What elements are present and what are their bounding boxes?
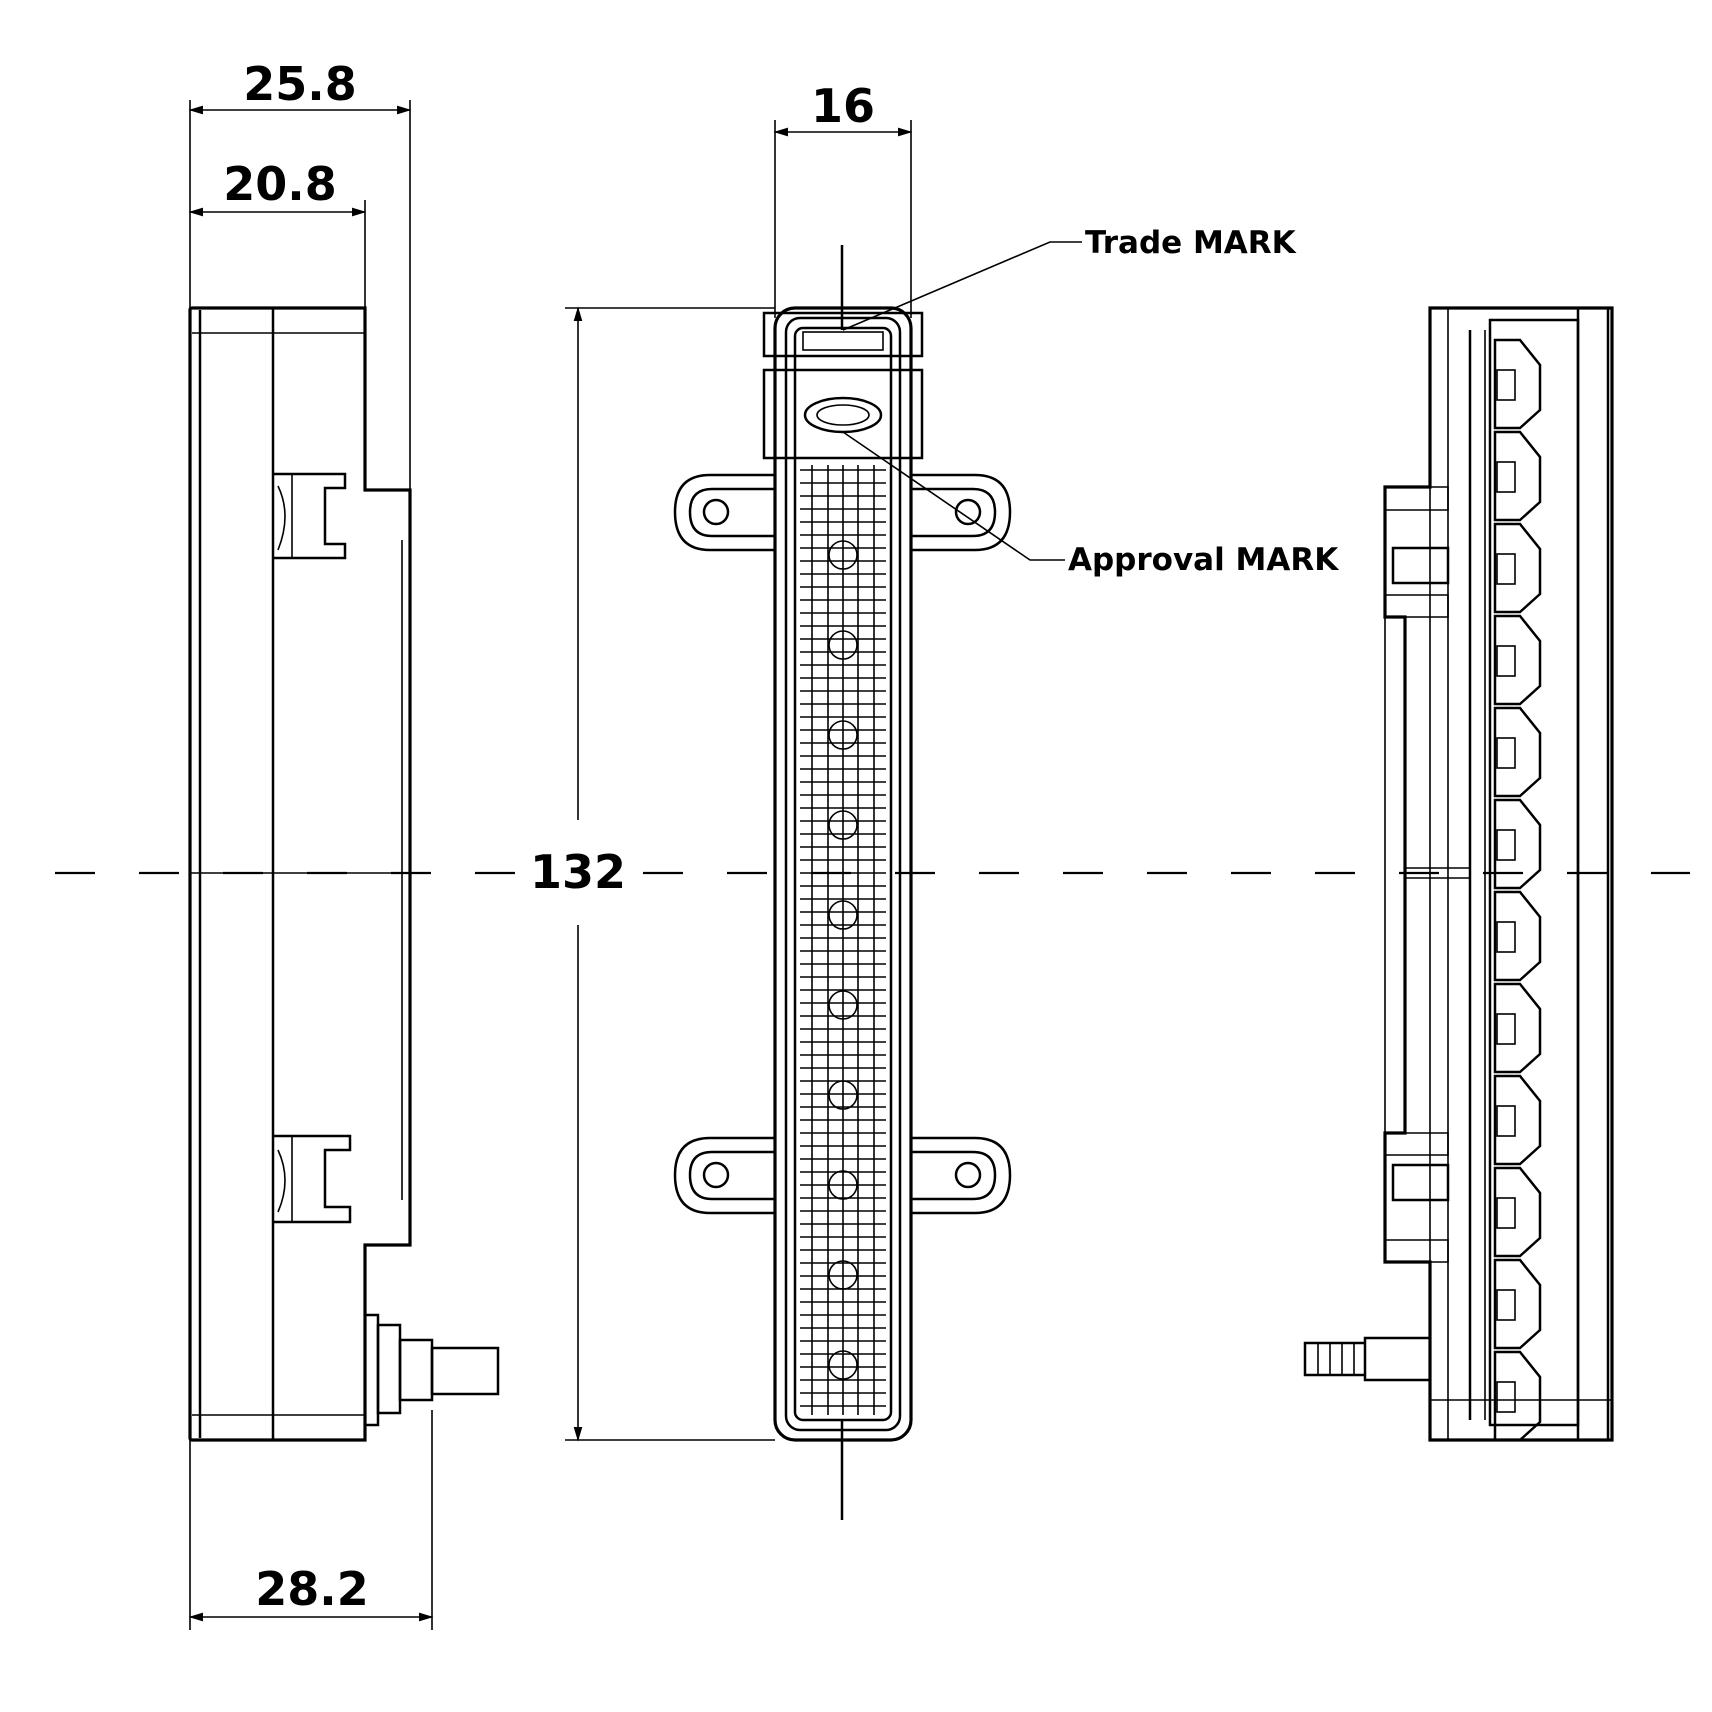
dimension-label-132: 132 — [530, 845, 626, 899]
reflector-tooth — [1493, 1166, 1542, 1258]
reflector-teeth — [1493, 338, 1542, 1442]
reflector-tooth — [1493, 1074, 1542, 1166]
led-lens-element — [828, 540, 858, 570]
dimension-label-25-8: 25.8 — [243, 57, 357, 111]
callout-approval-mark: Approval MARK — [842, 431, 1339, 578]
dimension-label-16: 16 — [811, 79, 875, 133]
reflector-tooth — [1493, 706, 1542, 798]
led-section — [1496, 1197, 1516, 1229]
led-lens-element — [828, 720, 858, 750]
led-section — [1496, 1289, 1516, 1321]
led-section — [1496, 461, 1516, 493]
reflector-tooth — [1493, 1258, 1542, 1350]
led-section — [1496, 553, 1516, 585]
trade-mark-label: Trade MARK — [1085, 225, 1297, 261]
led-lens-element — [828, 810, 858, 840]
side-view — [188, 306, 500, 1442]
reflector-tooth — [1493, 522, 1542, 614]
led-section — [1496, 1105, 1516, 1137]
dimension-depth-with-connector: 28.2 — [188, 1410, 434, 1630]
callout-trade-mark: Trade MARK — [842, 225, 1297, 331]
led-lens-element — [828, 900, 858, 930]
reflector-tooth — [1493, 338, 1542, 430]
led-section — [1496, 369, 1516, 401]
led-section — [1496, 921, 1516, 953]
led-section — [1496, 1381, 1516, 1413]
dimension-length: 132 — [520, 306, 775, 1442]
reflector-tooth — [1493, 798, 1542, 890]
led-section — [1496, 829, 1516, 861]
front-view — [673, 245, 1012, 1520]
led-section — [1496, 645, 1516, 677]
led-lens-element — [828, 1080, 858, 1110]
reflector-tooth — [1493, 430, 1542, 522]
section-view — [1303, 306, 1614, 1442]
dimension-width: 16 — [773, 79, 913, 318]
led-section — [1496, 1013, 1516, 1045]
reflector-tooth — [1493, 982, 1542, 1074]
led-lens-element — [828, 1260, 858, 1290]
dimension-body-depth: 20.8 — [188, 157, 367, 308]
dimension-overall-depth: 25.8 — [188, 57, 412, 490]
led-lens-grid — [800, 465, 886, 1415]
led-section — [1496, 737, 1516, 769]
led-lens-element — [828, 630, 858, 660]
reflector-tooth — [1493, 614, 1542, 706]
dimension-label-28-2: 28.2 — [255, 1562, 369, 1616]
led-lens-element — [828, 1350, 858, 1380]
led-lens-element — [828, 1170, 858, 1200]
dimension-label-20-8: 20.8 — [223, 157, 337, 211]
reflector-tooth — [1493, 1350, 1542, 1442]
led-lens-element — [828, 990, 858, 1020]
approval-mark-label: Approval MARK — [1068, 542, 1339, 578]
reflector-tooth — [1493, 890, 1542, 982]
